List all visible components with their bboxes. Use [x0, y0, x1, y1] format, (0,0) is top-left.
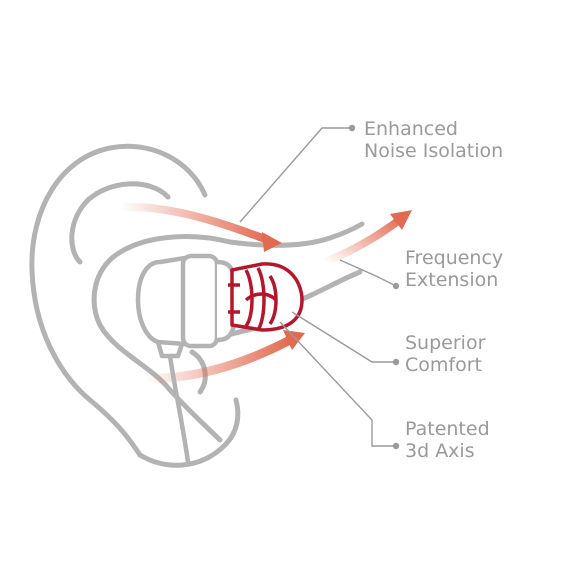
ear-outline-icon — [29, 143, 365, 468]
callout-comfort-line2: Comfort — [405, 354, 482, 376]
leader-lines — [239, 127, 397, 447]
leader-dot-frequency — [392, 282, 400, 290]
leader-dots — [348, 124, 400, 450]
callout-noise-line1: Enhanced — [364, 118, 458, 140]
callout-comfort-line1: Superior — [405, 332, 486, 354]
earbud-outline-icon — [135, 253, 239, 463]
leader-line-noise — [239, 127, 352, 223]
sound-flow-arrow-icon — [116, 202, 412, 383]
leader-line-axis — [279, 321, 396, 447]
eartip-icon — [228, 262, 304, 332]
callout-noise-line2: Noise Isolation — [364, 140, 504, 162]
callout-noise-isolation: Enhanced Noise Isolation — [364, 118, 503, 162]
callout-patented-axis: Patented 3d Axis — [405, 418, 490, 462]
leader-dot-comfort — [392, 358, 400, 366]
leader-dot-noise — [348, 124, 356, 132]
callout-axis-line2: 3d Axis — [405, 440, 475, 462]
callout-frequency-line2: Extension — [405, 269, 499, 291]
callout-frequency-extension: Frequency Extension — [405, 247, 503, 291]
leader-dot-axis — [392, 442, 400, 450]
leader-line-comfort — [291, 311, 396, 363]
leader-line-frequency — [339, 259, 397, 287]
callout-superior-comfort: Superior Comfort — [405, 332, 485, 376]
callout-frequency-line1: Frequency — [405, 247, 504, 269]
callout-axis-line1: Patented — [405, 418, 490, 440]
